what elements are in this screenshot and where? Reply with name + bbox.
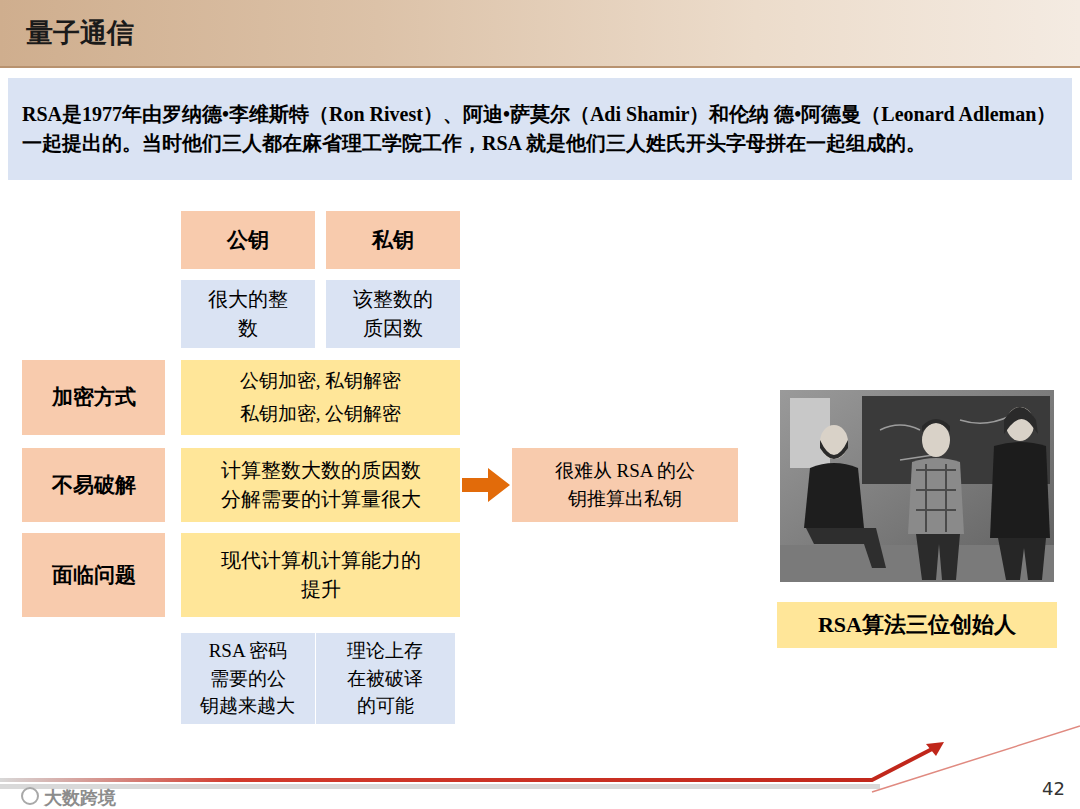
column-header: 私钥 [326, 211, 460, 269]
node-text: RSA是1977年由罗纳德•李维斯特（Ron Rivest）、阿迪•萨莫尔（Ad… [22, 100, 1058, 158]
node-text: 现代计算机计算能力的 提升 [219, 546, 423, 604]
row-header: 不易破解 [22, 448, 165, 522]
footer-arrow-head [926, 742, 944, 756]
row-header: 加密方式 [22, 360, 165, 435]
conclusion-box: 很难从 RSA 的公 钥推算出私钥 [512, 448, 738, 522]
node-text: 公钥加密, 私钥解密 [240, 367, 402, 395]
photo-background [780, 390, 1054, 582]
node-text: 面临问题 [52, 560, 136, 590]
photo-chalk-marks [880, 416, 1010, 460]
photo-caption-box: RSA算法三位创始人 [777, 602, 1057, 648]
footer-red-line [0, 748, 934, 780]
node-text: 不易破解 [52, 470, 136, 500]
node-text: 很大的整 数 [207, 285, 289, 343]
photo-person-left [804, 425, 886, 568]
row-header: 面临问题 [22, 533, 165, 617]
consequence-box: 理论上存 在被破译 的可能 [316, 633, 455, 724]
node-text: 很难从 RSA 的公 钥推算出私钥 [552, 457, 698, 512]
photo-person-right [990, 407, 1050, 580]
node-text: 私钥 [372, 225, 414, 255]
slide-title: 量子通信 [26, 0, 134, 66]
definition-box: 该整数的 质因数 [326, 280, 460, 348]
node-text: 理论上存 在被破译 的可能 [347, 637, 425, 720]
footer-line [0, 726, 1080, 804]
founders-photo [780, 390, 1054, 582]
content-box: 计算整数大数的质因数 分解需要的计算量很大 [181, 448, 460, 522]
page-number: 42 [1042, 778, 1065, 799]
definition-box: 很大的整 数 [181, 280, 315, 348]
column-header: 公钥 [181, 211, 315, 269]
content-box: 现代计算机计算能力的 提升 [181, 533, 460, 617]
watermark-logo [22, 788, 38, 804]
node-text: 计算整数大数的质因数 分解需要的计算量很大 [219, 456, 423, 514]
footer-shadow-band [0, 784, 880, 789]
consequence-box: RSA 密码 需要的公 钥越来越大 [181, 633, 315, 724]
node-text: 公钥 [227, 225, 269, 255]
node-text: RSA 密码 需要的公 钥越来越大 [200, 637, 297, 720]
intro-box: RSA是1977年由罗纳德•李维斯特（Ron Rivest）、阿迪•萨莫尔（Ad… [8, 78, 1072, 180]
header-band [0, 0, 1080, 68]
node-text: 加密方式 [52, 382, 136, 412]
watermark: 大数跨境 [44, 786, 116, 809]
node-text: 该整数的 质因数 [352, 285, 434, 343]
node-text: 私钥加密, 公钥解密 [240, 400, 402, 428]
content-box: 公钥加密, 私钥解密私钥加密, 公钥解密 [181, 360, 460, 435]
flow-arrow [462, 468, 510, 502]
node-text: RSA算法三位创始人 [818, 609, 1016, 641]
photo-person-middle [908, 419, 964, 580]
